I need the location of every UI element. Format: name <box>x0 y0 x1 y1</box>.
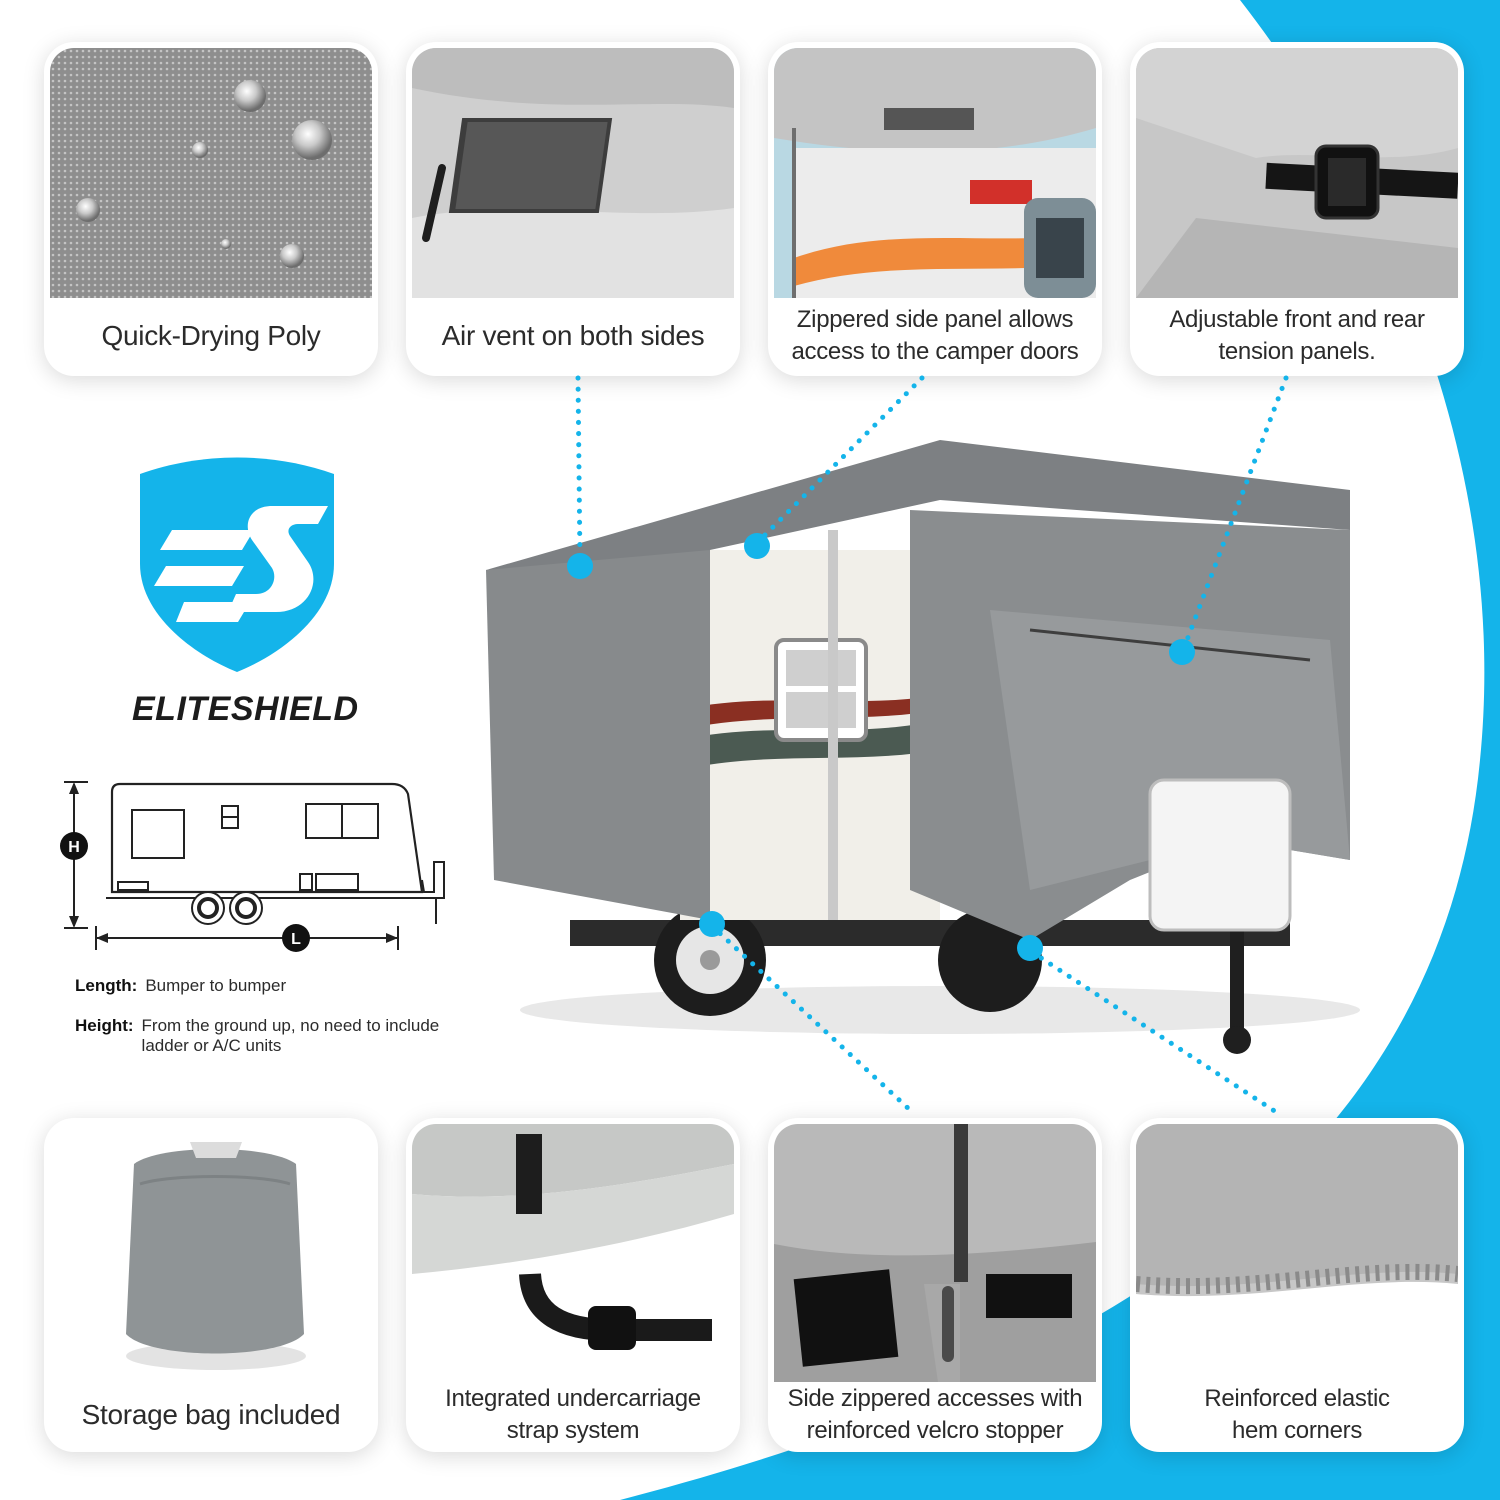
zippered-panel-icon <box>774 48 1096 298</box>
feature-card-undercarriage-strap: Integrated undercarriage strap system <box>406 1118 740 1452</box>
measurement-diagram: H L <box>52 770 472 970</box>
svg-text:H: H <box>68 839 80 856</box>
feature-card-tension-panels: Adjustable front and rear tension panels… <box>1130 42 1464 376</box>
feature-card-air-vent: Air vent on both sides <box>406 42 740 376</box>
feature-card-elastic-hem: Reinforced elastic hem corners <box>1130 1118 1464 1452</box>
feature-caption: Air vent on both sides <box>441 320 705 352</box>
covered-camper-illustration <box>486 440 1360 1054</box>
height-spec: Height: From the ground up, no need to in… <box>75 1016 439 1057</box>
feature-caption: Zippered side panel allows access to the… <box>791 305 1079 365</box>
feature-card-zippered-panel: Zippered side panel allows access to the… <box>768 42 1102 376</box>
length-label: Length: <box>75 976 138 995</box>
feature-card-quick-drying: Quick-Drying Poly <box>44 42 378 376</box>
length-value: Bumper to bumper <box>145 976 287 995</box>
storage-bag-icon <box>50 1124 372 1382</box>
feature-caption: Adjustable front and rear tension panels… <box>1169 305 1425 365</box>
feature-caption: Reinforced elastic hem corners <box>1204 1384 1390 1444</box>
air-vent-icon <box>412 48 734 298</box>
brand-name: ELITESHIELD <box>132 690 359 728</box>
brand-logo: ELITESHIELD <box>132 444 359 744</box>
feature-caption: Storage bag included <box>81 1399 341 1431</box>
zipper-velcro-icon <box>774 1124 1096 1382</box>
elastic-hem-icon <box>1136 1124 1458 1382</box>
feature-card-storage-bag: Storage bag included <box>44 1118 378 1452</box>
undercarriage-strap-icon <box>412 1124 734 1382</box>
feature-caption: Side zippered accesses with reinforced v… <box>787 1384 1083 1444</box>
feature-caption: Quick-Drying Poly <box>101 320 321 352</box>
height-label: Height: <box>75 1016 134 1035</box>
fabric-water-droplets-icon <box>50 48 372 298</box>
buckle-strap-icon <box>1136 48 1458 298</box>
length-marker: L <box>282 924 310 952</box>
feature-caption: Integrated undercarriage strap system <box>445 1384 701 1444</box>
height-value: From the ground up, no need to include l… <box>141 1016 440 1056</box>
feature-card-zipper-velcro: Side zippered accesses with reinforced v… <box>768 1118 1102 1452</box>
shield-es-logo-icon <box>140 457 334 672</box>
svg-text:L: L <box>291 931 301 948</box>
height-marker: H <box>60 832 88 860</box>
length-spec: Length: Bumper to bumper <box>75 976 286 996</box>
